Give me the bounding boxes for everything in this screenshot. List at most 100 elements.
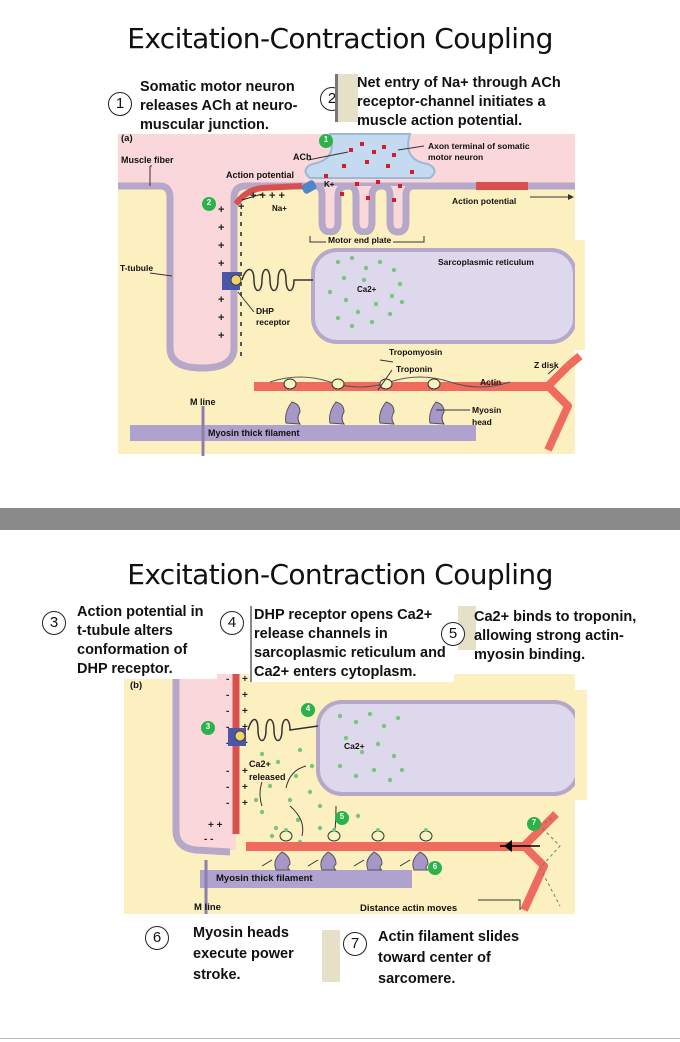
badge-1: 1 [323,135,329,144]
label-action-potential-right: Action potential [452,196,517,206]
label-z-disk: Z disk [534,360,559,370]
svg-text:-: - [226,738,229,749]
step-3-caption: Action potential in t-tubule alters conf… [77,603,217,679]
svg-text:- -: - - [204,834,213,845]
label-muscle-fiber: Muscle fiber [121,155,174,165]
label-troponin: Troponin [396,364,433,374]
diagram-a: +++ +++ ++ + + ++ [118,133,585,456]
myosin-filament [200,870,412,888]
label-dhp-receptor: DHP receptor [256,306,291,327]
step-number-6: 6 [145,926,169,950]
svg-text:+: + [218,222,224,234]
svg-text:+: + [242,706,248,717]
svg-text:+: + [238,201,244,213]
calcium-ions [327,255,405,329]
slide-2: Excitation-Contraction Coupling - + - + - + -… [0,530,680,1038]
label-potassium: K+ [324,180,335,189]
step-6-caption: Myosin heads execute power stroke. [193,923,305,986]
troponin-complexes [283,378,441,390]
axon-terminal [304,133,436,179]
step-number-3: 3 [42,611,66,635]
sarcolemma [118,182,575,372]
callout-bracket [335,74,358,122]
label-t-tubule: T-tubule [120,263,154,273]
label-m-line: M line [194,902,221,913]
svg-text:+: + [242,722,248,733]
svg-text:+: + [242,782,248,793]
svg-text:+: + [218,294,224,306]
label-sarcoplasmic-reticulum: Sarcoplasmic reticulum [438,257,534,267]
ryanodine-link [241,268,313,292]
label-myosin-head: Myosin head [472,405,502,427]
label-calcium-sr: Ca2+ [344,741,365,751]
label-myosin-thick-filament: Myosin thick filament [216,873,313,884]
panel-label-b: (b) [130,680,143,691]
slide-1: Excitation-Contraction Coupling 1 Somati… [0,0,680,508]
slide-title: Excitation-Contraction Coupling [127,558,553,591]
label-m-line: M line [190,397,216,407]
calcium-ions [253,711,405,845]
z-disk [520,811,559,912]
badge-2: 2 [206,198,212,207]
myosin-heads [274,851,429,871]
svg-text:+: + [242,690,248,701]
ach-molecules [324,142,414,202]
badge-7: 7 [531,818,537,827]
svg-text:+: + [218,330,224,342]
action-potential-left-band [233,183,303,206]
bottom-rule [0,1038,680,1039]
slide-title: Excitation-Contraction Coupling [127,22,553,55]
step-7-caption: Actin filament slides toward center of s… [378,929,520,987]
z-disk [544,352,583,452]
step-5-caption: Ca2+ binds to troponin, allowing strong … [474,609,637,663]
step-4-caption: DHP receptor opens Ca2+ release channels… [250,606,454,682]
label-tropomyosin: Tropomyosin [389,347,443,357]
label-actin: Actin [480,377,502,387]
svg-text:+: + [218,312,224,324]
ryanodine-link [247,718,319,742]
step-2-caption: Net entry of Na+ through ACh receptor-ch… [357,75,561,129]
svg-text:+ +: + + [208,820,223,831]
svg-text:+: + [242,766,248,777]
actin-filament [254,382,548,391]
svg-text:-: - [226,674,229,685]
label-ach: ACh [293,152,312,162]
svg-text:-: - [226,722,229,733]
badge-4: 4 [305,704,311,713]
label-axon-terminal: Axon terminal of somatic motor neuron [428,141,530,162]
step-1-caption: Somatic motor neuron releases ACh at neu… [140,78,310,135]
badge-3: 3 [205,722,211,731]
step-number-5: 5 [441,622,465,646]
z-disk-previous-outline [539,817,561,907]
label-motor-end-plate: Motor end plate [326,235,394,245]
slide-divider [0,508,680,530]
svg-text:+: + [218,240,224,252]
badge-5: 5 [339,812,345,821]
ach-receptor [301,180,317,194]
myosin-filament [130,425,476,441]
actin-filament [246,842,524,851]
svg-text:-: - [226,690,229,701]
t-tubule-membrane-outer [172,674,231,856]
svg-text:-: - [226,706,229,717]
label-myosin-thick-filament: Myosin thick filament [208,428,300,438]
label-action-potential-left: Action potential [226,170,294,180]
step-number-1: 1 [108,92,132,116]
distance-bracket [478,899,521,910]
step-number-7: 7 [343,932,367,956]
svg-text:+: + [218,258,224,270]
t-tubule-lumen [124,674,236,850]
svg-text:+: + [242,674,248,685]
motor-end-plate [310,182,430,236]
panel-label-a: (a) [121,133,133,144]
label-sodium: Na+ [272,204,287,213]
power-stroke-arrows [261,859,411,867]
svg-text:+ + + +: + + + + [250,190,285,202]
membrane-charges: +++ +++ ++ + + ++ [218,190,285,342]
label-calcium-released: Ca2+ released [249,759,286,782]
svg-text:-: - [226,782,229,793]
badge-6: 6 [432,862,438,871]
svg-text:-: - [226,766,229,777]
t-tubule-lumen [118,186,246,368]
myosin-heads [285,401,445,425]
